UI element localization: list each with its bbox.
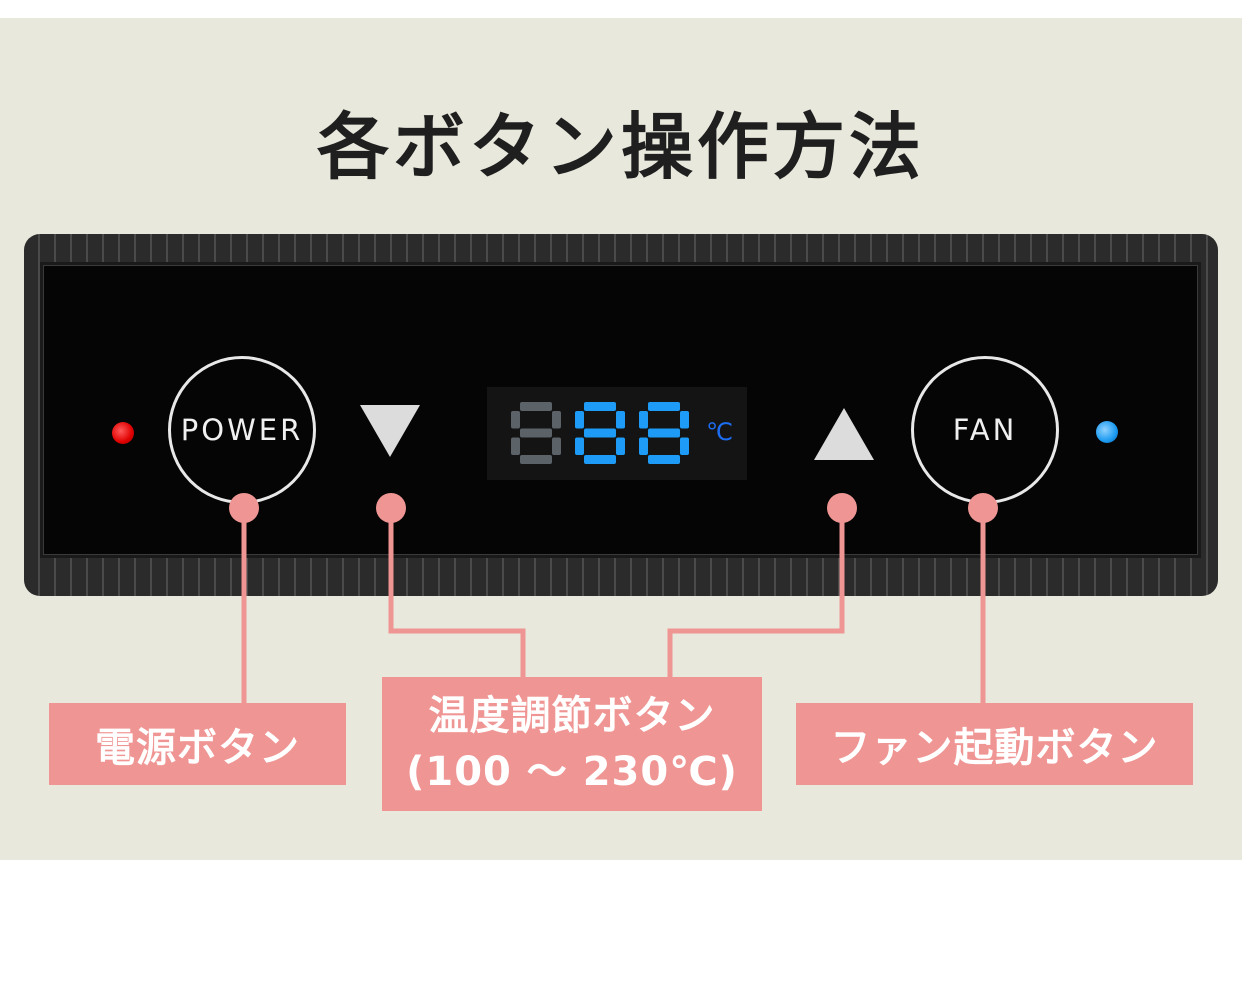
temperature-unit: ℃: [706, 418, 733, 446]
digit-3-segment-f: [639, 411, 648, 429]
digit-3-segment-g: [648, 428, 680, 438]
down-callout-dot: [376, 493, 406, 523]
digit-1-segment-c: [552, 437, 561, 455]
digit-3-segment-a: [648, 402, 680, 411]
power-button-callout: 電源ボタン: [49, 703, 346, 785]
digit-2-segment-a: [584, 402, 616, 411]
power-button-label: POWER: [180, 413, 304, 447]
digit-1-segment-b: [552, 411, 561, 429]
digit-3-segment-e: [639, 437, 648, 455]
digit-1-segment-e: [511, 437, 520, 455]
fan-callout-dot: [968, 493, 998, 523]
power-callout-text: 電源ボタン: [95, 725, 300, 771]
digit-1-segment-f: [511, 411, 520, 429]
power-callout-dot: [229, 493, 259, 523]
digit-2-segment-b: [616, 411, 625, 429]
up-callout-dot: [827, 493, 857, 523]
digit-2-segment-d: [584, 455, 616, 464]
seven-segment-digits: [511, 402, 689, 464]
digit-3-segment-d: [648, 455, 680, 464]
temperature-display: [487, 387, 747, 480]
digit-2-segment-f: [575, 411, 584, 429]
digit-1-segment-g: [520, 428, 552, 438]
power-led-icon: [112, 422, 134, 444]
digit-1-segment-d: [520, 455, 552, 464]
fan-callout-text: ファン起動ボタン: [830, 725, 1159, 771]
digit-1-segment-a: [520, 402, 552, 411]
temp-callout-text: 温度調節ボタン: [428, 693, 716, 739]
digit-2-segment-g: [584, 428, 616, 438]
digit-2-segment-c: [616, 437, 625, 455]
digit-2-segment-e: [575, 437, 584, 455]
temp-down-button[interactable]: [360, 405, 420, 457]
temp-up-button[interactable]: [814, 408, 874, 460]
temp-button-callout: 温度調節ボタン (100 ～ 230℃): [382, 677, 762, 811]
fan-button-callout: ファン起動ボタン: [796, 703, 1193, 785]
fan-led-icon: [1096, 421, 1118, 443]
down-callout-line: [388, 508, 526, 677]
fan-button-label: FAN: [952, 413, 1018, 447]
digit-3-segment-b: [680, 411, 689, 429]
up-callout-line: [667, 508, 845, 677]
temp-range-text: (100 ～ 230℃): [406, 749, 738, 795]
digit-3-segment-c: [680, 437, 689, 455]
page-title: 各ボタン操作方法: [316, 105, 925, 189]
